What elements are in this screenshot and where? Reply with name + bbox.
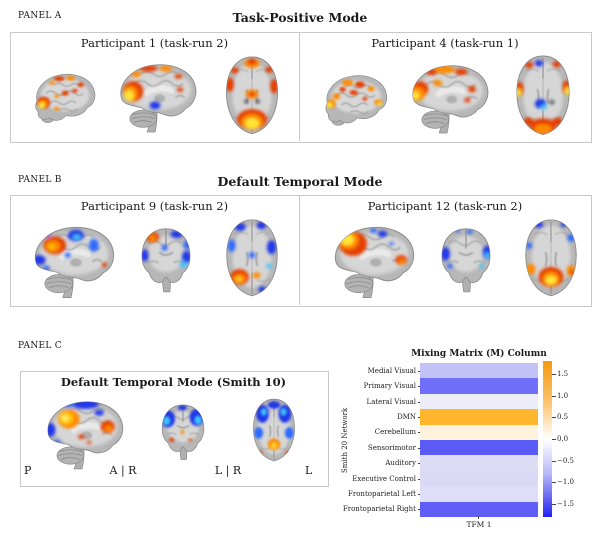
orientation-label-lr: L | R (214, 464, 242, 477)
panel-a-cell2-title: Participant 4 (task-run 1) (371, 36, 519, 50)
panel-c-label: PANEL C (18, 341, 62, 351)
heatmap-cell (420, 440, 538, 456)
heatmap-row-label: Auditory (336, 458, 421, 468)
panel-c-title: Default Temporal Mode (Smith 10) (60, 375, 287, 389)
heatmap-x-axis-label: TFM 1 (466, 520, 492, 529)
brain-b12-coronal-image (428, 221, 504, 299)
heatmap-cell (420, 409, 538, 425)
heatmap-row-label: Sensorimotor (336, 443, 421, 453)
colorbar-tick: 0.5 (552, 412, 583, 422)
colorbar-gradient (543, 361, 552, 517)
panel-b-cell1-title: Participant 9 (task-run 2) (80, 199, 229, 213)
heatmap-row-label: Executive Control (336, 474, 421, 484)
heatmap-grid (420, 363, 538, 518)
brain-b9-axial-image (212, 216, 292, 302)
panel-a-box (10, 32, 592, 143)
heatmap-cell (420, 486, 538, 502)
colorbar-tick: −1.0 (552, 477, 583, 487)
brain-a2-sagittal-lateral-image (318, 63, 392, 137)
heatmap-row-label: Lateral Visual (336, 397, 421, 407)
heatmap-row-label: Frontoparietal Right (336, 504, 421, 514)
colorbar-tick: 0.0 (552, 434, 583, 444)
heatmap-row-label: Primary Visual (336, 381, 421, 391)
brain-smith10-axial-image (236, 396, 312, 466)
panel-b-label: PANEL B (18, 175, 62, 185)
brain-a1-sagittal-medial-image (108, 55, 202, 137)
panel-b-title: Default Temporal Mode (217, 174, 383, 189)
brain-b12-sagittal-medial-image (322, 218, 420, 302)
panel-a-title: Task-Positive Mode (232, 10, 368, 25)
colorbar-tick: 1.5 (552, 369, 583, 379)
panel-b-cell2-title: Participant 12 (task-run 2) (367, 199, 523, 213)
orientation-label-p: P (24, 464, 32, 477)
heatmap-cell (420, 501, 538, 518)
panel-a-divider (299, 33, 300, 141)
heatmap-cell (420, 424, 538, 441)
orientation-label-l: L (305, 464, 313, 477)
heatmap-title: Mixing Matrix (M) Column (411, 349, 547, 359)
orientation-label-ar: A | R (109, 464, 137, 477)
brain-a1-axial-image (212, 53, 292, 140)
colorbar-tick: 1.0 (552, 391, 583, 401)
brain-a2-sagittal-medial-image (400, 55, 494, 139)
heatmap-row-label: Medial Visual (336, 366, 421, 376)
brain-a1-sagittal-lateral-image (28, 60, 100, 136)
panel-b-box (10, 195, 592, 307)
brain-b9-sagittal-medial-image (22, 218, 120, 302)
panel-a-label: PANEL A (18, 11, 62, 21)
colorbar-tick: −1.5 (552, 499, 583, 509)
heatmap-cell (420, 455, 538, 471)
colorbar-tick: −0.5 (552, 456, 583, 466)
brain-smith10-sagittal-medial-image (32, 394, 132, 472)
heatmap-row-label: DMN (336, 412, 421, 422)
panel-b-divider (299, 196, 300, 305)
heatmap-row-label: Frontoparietal Left (336, 489, 421, 499)
heatmap-x-tick (478, 516, 479, 519)
brain-smith10-coronal-image (148, 399, 218, 465)
heatmap-cell (420, 378, 538, 394)
heatmap-cell (420, 393, 538, 410)
brain-b9-coronal-image (128, 221, 204, 299)
brain-b12-axial-image (512, 216, 590, 302)
heatmap-cell (420, 470, 538, 487)
heatmap-cell (420, 363, 538, 379)
panel-a-cell1-title: Participant 1 (task-run 2) (80, 36, 229, 50)
heatmap-row-label: Cerebellum (336, 427, 421, 437)
brain-a2-axial-image (502, 52, 584, 141)
